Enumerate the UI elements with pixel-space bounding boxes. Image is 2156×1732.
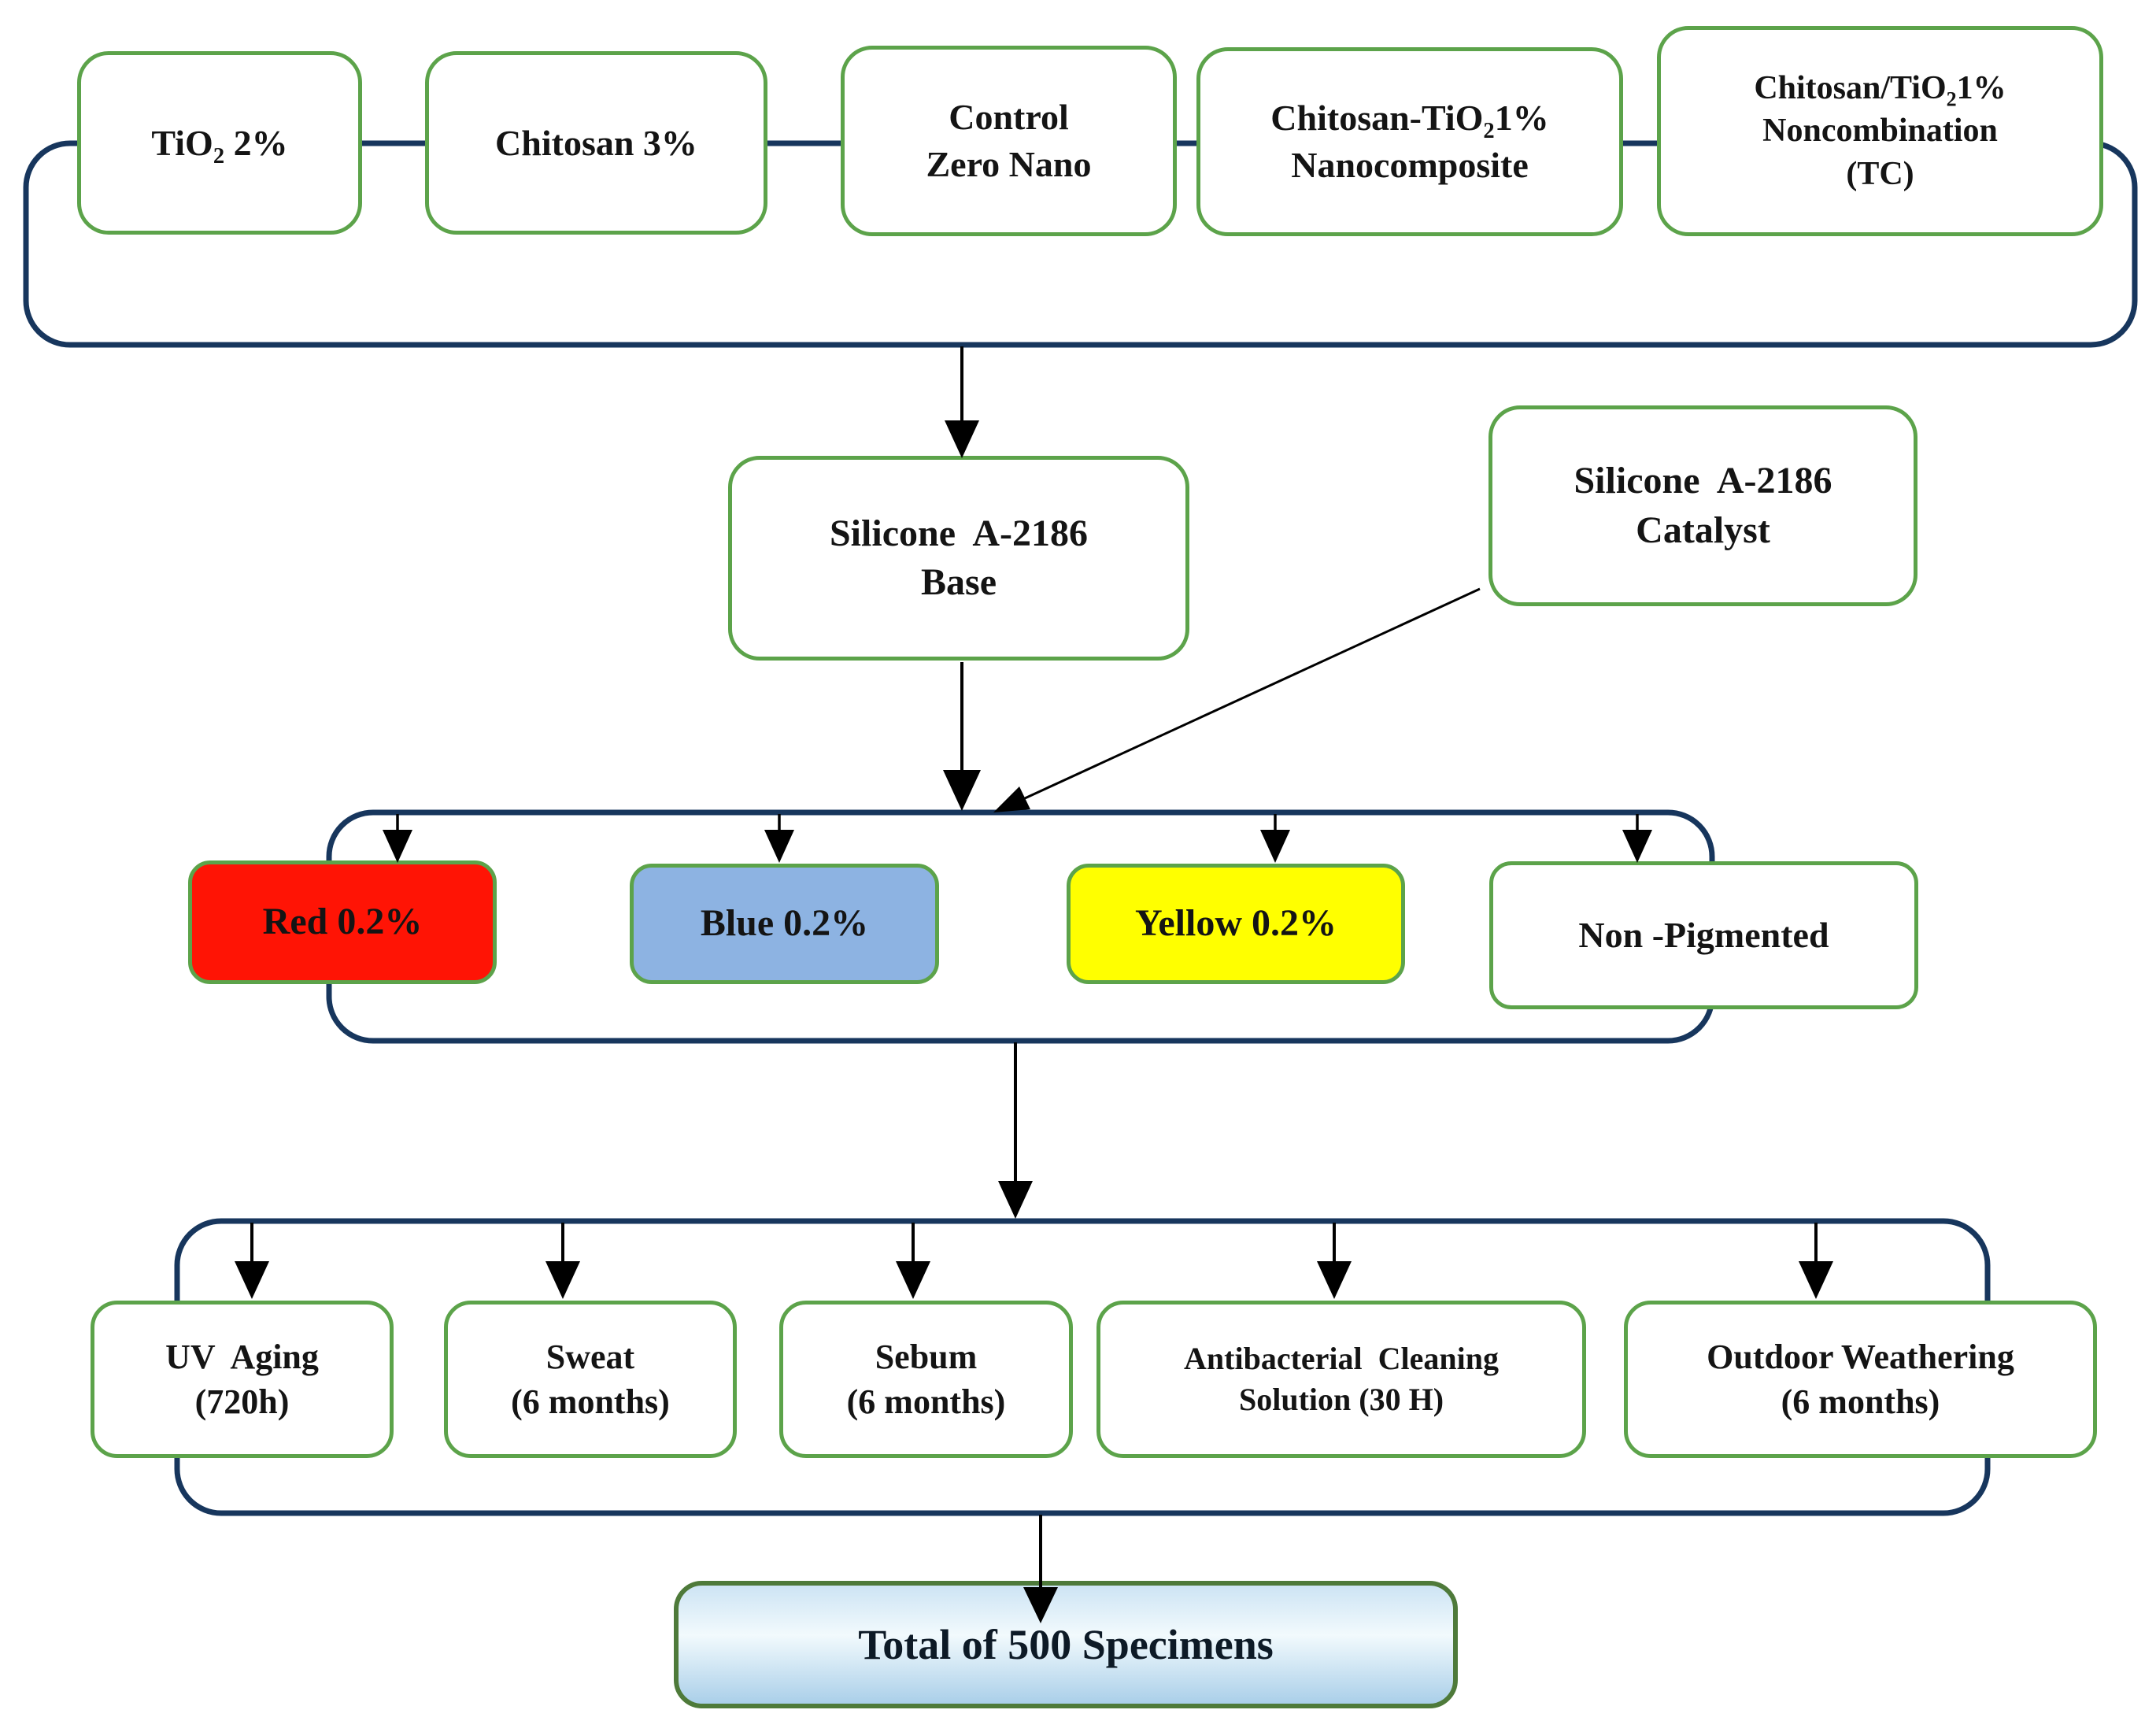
node-uv-line1: UV Aging: [165, 1337, 319, 1376]
node-sebum-line2: (6 months): [846, 1382, 1006, 1421]
node-pigment-blue-label: Blue 0.2%: [700, 902, 869, 945]
node-uv-aging: UV Aging (720h): [91, 1301, 394, 1458]
node-non-pigmented: Non -Pigmented: [1489, 861, 1918, 1009]
node-uv-line2: (720h): [194, 1382, 290, 1421]
node-pigment-yellow: Yellow 0.2%: [1067, 864, 1405, 984]
node-antibacterial-line2: Solution (30 H): [1238, 1382, 1444, 1417]
node-sweat-line1: Sweat: [545, 1337, 635, 1376]
node-control-zero-nano: Control Zero Nano: [841, 46, 1177, 236]
arrow-to-uv: [235, 1223, 269, 1299]
node-silicone-catalyst-line1: Silicone A-2186: [1574, 460, 1832, 502]
node-tio2-label: TiO2 2%: [151, 122, 288, 168]
node-pigment-blue: Blue 0.2%: [630, 864, 939, 984]
node-tc-line2: Noncombination: [1762, 113, 1998, 150]
node-outdoor-line1: Outdoor Weathering: [1707, 1337, 2014, 1376]
arrow-to-red: [383, 814, 412, 863]
node-tc-line3: (TC): [1846, 155, 1914, 192]
node-pigment-yellow-label: Yellow 0.2%: [1135, 902, 1337, 945]
node-silicone-catalyst-line2: Catalyst: [1636, 509, 1770, 551]
node-outdoor-weathering: Outdoor Weathering (6 months): [1624, 1301, 2097, 1458]
arrow-to-blue: [764, 814, 794, 863]
arrow-to-nonpigmented: [1622, 814, 1652, 863]
node-sebum-line1: Sebum: [875, 1337, 978, 1376]
node-nano-line2: Nanocomposite: [1291, 145, 1529, 185]
arrow-to-outdoor: [1799, 1223, 1833, 1299]
node-chitosan: Chitosan 3%: [425, 51, 767, 235]
node-tc-line1: Chitosan/TiO21%: [1754, 69, 2006, 110]
node-silicone-base: Silicone A-2186 Base: [728, 456, 1189, 661]
arrow-to-sweat: [545, 1223, 580, 1299]
node-antibacterial-line1: Antibacterial Cleaning: [1184, 1341, 1499, 1376]
arrow-pigments-to-tests: [998, 1042, 1033, 1219]
arrow-base-to-pigments: [943, 662, 981, 811]
node-silicone-base-line1: Silicone A-2186: [829, 512, 1088, 554]
arrow-topgroup-to-base: [945, 346, 979, 458]
node-chitosan-label: Chitosan 3%: [495, 122, 697, 163]
node-chitosan-tio2-noncombination: Chitosan/TiO21% Noncombination (TC): [1657, 26, 2103, 236]
node-pigment-red: Red 0.2%: [188, 860, 497, 984]
node-nano-line1: Chitosan-TiO21%: [1270, 98, 1549, 144]
arrow-to-sebum: [896, 1223, 930, 1299]
node-non-pigmented-label: Non -Pigmented: [1578, 915, 1829, 956]
node-total-label: Total of 500 Specimens: [858, 1620, 1274, 1668]
arrow-to-yellow: [1260, 814, 1290, 863]
node-outdoor-line2: (6 months): [1781, 1382, 1940, 1421]
node-antibacterial: Antibacterial Cleaning Solution (30 H): [1096, 1301, 1586, 1458]
arrow-to-antibacterial: [1317, 1223, 1352, 1299]
node-total-specimens: Total of 500 Specimens: [674, 1581, 1458, 1708]
node-control-line1: Control: [949, 97, 1069, 138]
node-tio2: TiO2 2%: [77, 51, 362, 235]
node-sweat-line2: (6 months): [511, 1382, 670, 1421]
node-silicone-base-line2: Base: [921, 561, 997, 603]
node-control-line2: Zero Nano: [926, 144, 1092, 184]
node-silicone-catalyst: Silicone A-2186 Catalyst: [1488, 405, 1917, 606]
node-sebum: Sebum (6 months): [779, 1301, 1073, 1458]
node-pigment-red-label: Red 0.2%: [262, 901, 423, 943]
node-chitosan-tio2-nanocomposite: Chitosan-TiO21% Nanocomposite: [1196, 47, 1623, 236]
node-sweat: Sweat (6 months): [444, 1301, 737, 1458]
